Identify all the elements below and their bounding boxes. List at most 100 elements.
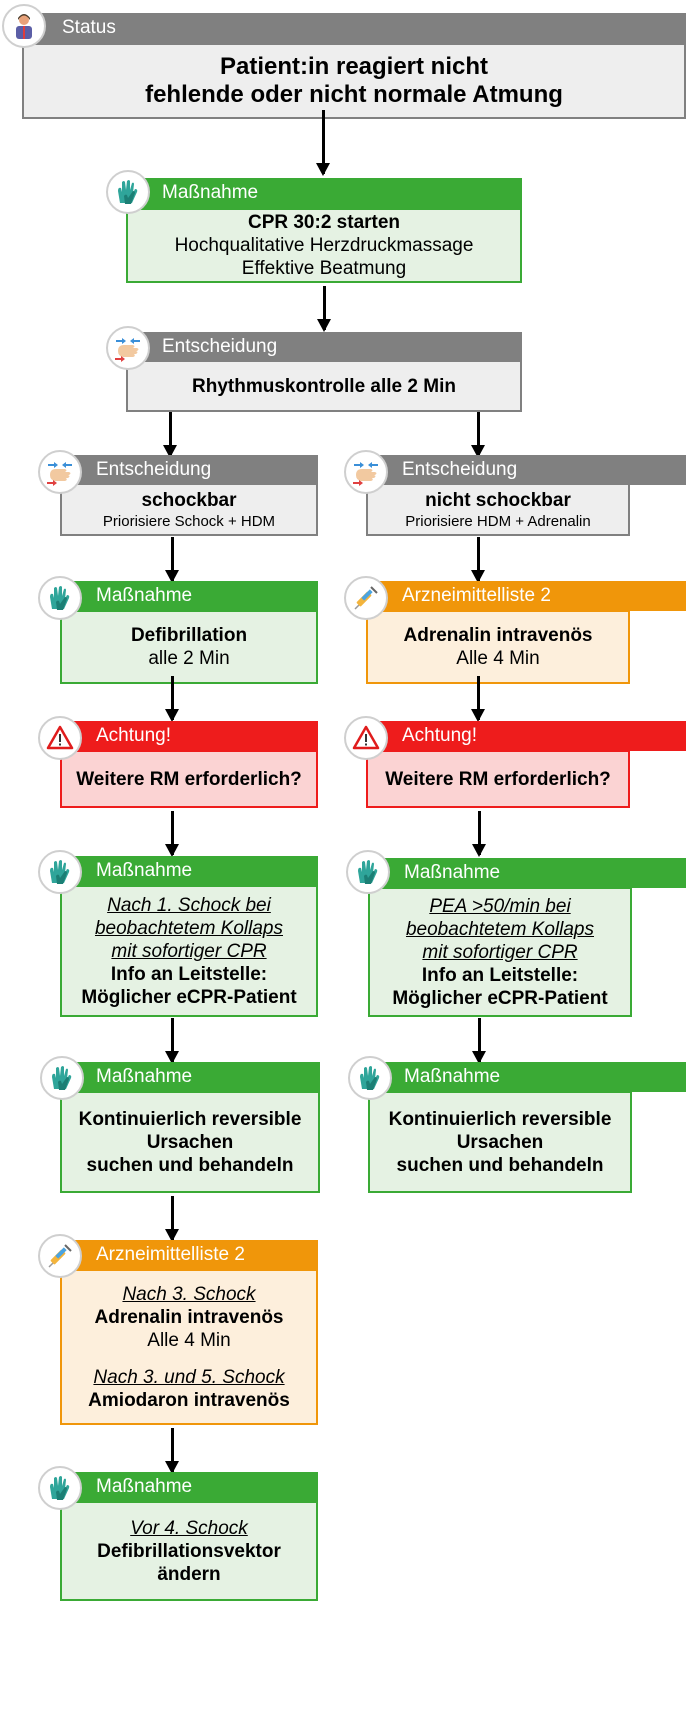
left-vector-line1: Vor 4. Schock [130,1517,248,1539]
left-vector-header-label: Maßnahme [96,1476,193,1497]
left-drugs-node: Arzneimittelliste 2 Nach 3. Schock Adren… [38,1234,322,1428]
left-ecpr-line2: beobachtetem Kollaps [94,917,283,939]
left-ecpr-body: Nach 1. Schock bei beobachtetem Kollaps … [60,885,318,1017]
warning-icon [344,716,388,760]
arrow-left-causes-drugs [165,1196,179,1242]
rhythm-header-label: Entscheidung [162,336,278,357]
left-drugs-line5: Amiodaron intravenös [88,1389,290,1411]
right-warning-node: Achtung! Weitere RM erforderlich? [344,716,688,811]
right-decision-header-label: Entscheidung [402,459,518,480]
status-node: Status Patient:in reagiert nicht fehlend… [0,0,688,120]
rhythm-node: Entscheidung Rhythmuskontrolle alle 2 Mi… [106,326,526,414]
left-drugs-header-label: Arzneimittelliste 2 [96,1244,245,1265]
right-ecpr-header-label: Maßnahme [404,862,501,883]
left-drugs-line4: Nach 3. und 5. Schock [93,1366,285,1388]
syringe-icon [344,576,388,620]
left-decision-node: Entscheidung schockbar Priorisiere Schoc… [38,450,322,538]
left-causes-line1: Kontinuierlich reversible [78,1108,302,1130]
gloves-icon [346,850,390,894]
left-defib-header: Maßnahme [60,581,318,611]
left-decision-header-label: Entscheidung [96,459,212,480]
cpr-node: Maßnahme CPR 30:2 starten Hochqualitativ… [106,170,526,286]
warning-icon [38,716,82,760]
left-defib-body: Defibrillation alle 2 Min [60,610,318,684]
left-warning-line1: Weitere RM erforderlich? [76,768,302,790]
left-drugs-body: Nach 3. Schock Adrenalin intravenös Alle… [60,1269,318,1425]
hand-icon [106,326,150,370]
arrow-left-defib-warning [165,676,179,722]
left-defib-node: Maßnahme Defibrillation alle 2 Min [38,576,322,686]
left-warning-body: Weitere RM erforderlich? [60,750,318,808]
right-ecpr-line1: PEA >50/min bei [429,895,571,917]
right-causes-header: Maßnahme [368,1062,686,1092]
left-decision-line2: Priorisiere Schock + HDM [102,512,276,530]
right-drugs-header: Arzneimittelliste 2 [366,581,686,611]
gloves-icon [348,1056,392,1100]
left-vector-body: Vor 4. Schock Defibrillationsvektor ände… [60,1501,318,1601]
left-warning-node: Achtung! Weitere RM erforderlich? [38,716,322,811]
left-decision-header: Entscheidung [60,455,318,485]
rhythm-line1: Rhythmuskontrolle alle 2 Min [192,375,456,397]
hand-icon [344,450,388,494]
right-warning-header-label: Achtung! [402,725,477,746]
left-drugs-line1: Nach 3. Schock [122,1283,256,1305]
cpr-body: CPR 30:2 starten Hochqualitative Herzdru… [126,208,522,283]
arrow-left-decision-defib [165,537,179,583]
status-body: Patient:in reagiert nicht fehlende oder … [22,43,686,119]
right-decision-body: nicht schockbar Priorisiere HDM + Adrena… [366,483,630,536]
arrow-status-cpr [316,110,330,176]
right-ecpr-node: Maßnahme PEA >50/min bei beobachtetem Ko… [346,850,688,1020]
left-ecpr-node: Maßnahme Nach 1. Schock bei beobachtetem… [38,850,322,1020]
cpr-line1: CPR 30:2 starten [247,212,401,233]
left-ecpr-header-label: Maßnahme [96,860,193,881]
arrow-right-drugs-warning [471,676,485,722]
status-header: Status [22,13,686,43]
left-vector-node: Maßnahme Vor 4. Schock Defibrillationsve… [38,1466,322,1604]
right-ecpr-line5: Möglicher eCPR-Patient [392,987,608,1009]
left-defib-line2: alle 2 Min [148,648,230,669]
arrow-left-ecpr-causes [165,1018,179,1064]
right-causes-line1: Kontinuierlich reversible [388,1108,612,1130]
rhythm-header: Entscheidung [126,332,522,362]
right-drugs-line2: Alle 4 Min [456,648,540,669]
arrow-right-warning-ecpr [472,811,486,857]
left-drugs-line3: Alle 4 Min [147,1329,231,1351]
left-vector-header: Maßnahme [60,1472,318,1502]
left-warning-header: Achtung! [60,721,318,751]
right-drugs-node: Arzneimittelliste 2 Adrenalin intravenös… [344,576,688,686]
right-ecpr-line3: mit sofortiger CPR [422,941,578,963]
cpr-line2: Hochqualitative Herzdruckmassage [174,235,474,256]
gloves-icon [38,850,82,894]
right-decision-line1: nicht schockbar [425,489,571,511]
right-drugs-line1: Adrenalin intravenös [403,625,593,646]
status-line1: Patient:in reagiert nicht [219,53,489,80]
right-causes-line2: Ursachen [456,1131,544,1153]
left-vector-line3: ändern [157,1563,221,1585]
right-ecpr-line2: beobachtetem Kollaps [405,918,594,940]
gloves-icon [106,170,150,214]
left-causes-header-label: Maßnahme [96,1066,193,1087]
left-decision-line1: schockbar [141,489,237,511]
rhythm-body: Rhythmuskontrolle alle 2 Min [126,360,522,412]
left-defib-header-label: Maßnahme [96,585,193,606]
right-causes-header-label: Maßnahme [404,1066,501,1087]
left-causes-line3: suchen und behandeln [86,1154,294,1176]
right-causes-body: Kontinuierlich reversible Ursachen suche… [368,1091,632,1193]
right-ecpr-header: Maßnahme [368,858,686,888]
right-warning-line1: Weitere RM erforderlich? [385,768,611,790]
right-warning-body: Weitere RM erforderlich? [366,750,630,808]
left-vector-line2: Defibrillationsvektor [97,1540,281,1562]
arrow-cpr-rhythm [317,286,331,332]
left-decision-body: schockbar Priorisiere Schock + HDM [60,483,318,536]
gloves-icon [38,576,82,620]
right-decision-header: Entscheidung [366,455,686,485]
right-causes-node: Maßnahme Kontinuierlich reversible Ursac… [348,1056,688,1196]
arrow-right-ecpr-causes [472,1018,486,1064]
left-ecpr-line5: Möglicher eCPR-Patient [81,986,297,1008]
arrow-left-warning-ecpr [165,811,179,857]
left-ecpr-line4: Info an Leitstelle: [110,963,268,985]
status-line2: fehlende oder nicht normale Atmung [145,81,563,108]
cpr-header: Maßnahme [126,178,522,208]
hand-icon [38,450,82,494]
left-causes-header: Maßnahme [60,1062,320,1092]
